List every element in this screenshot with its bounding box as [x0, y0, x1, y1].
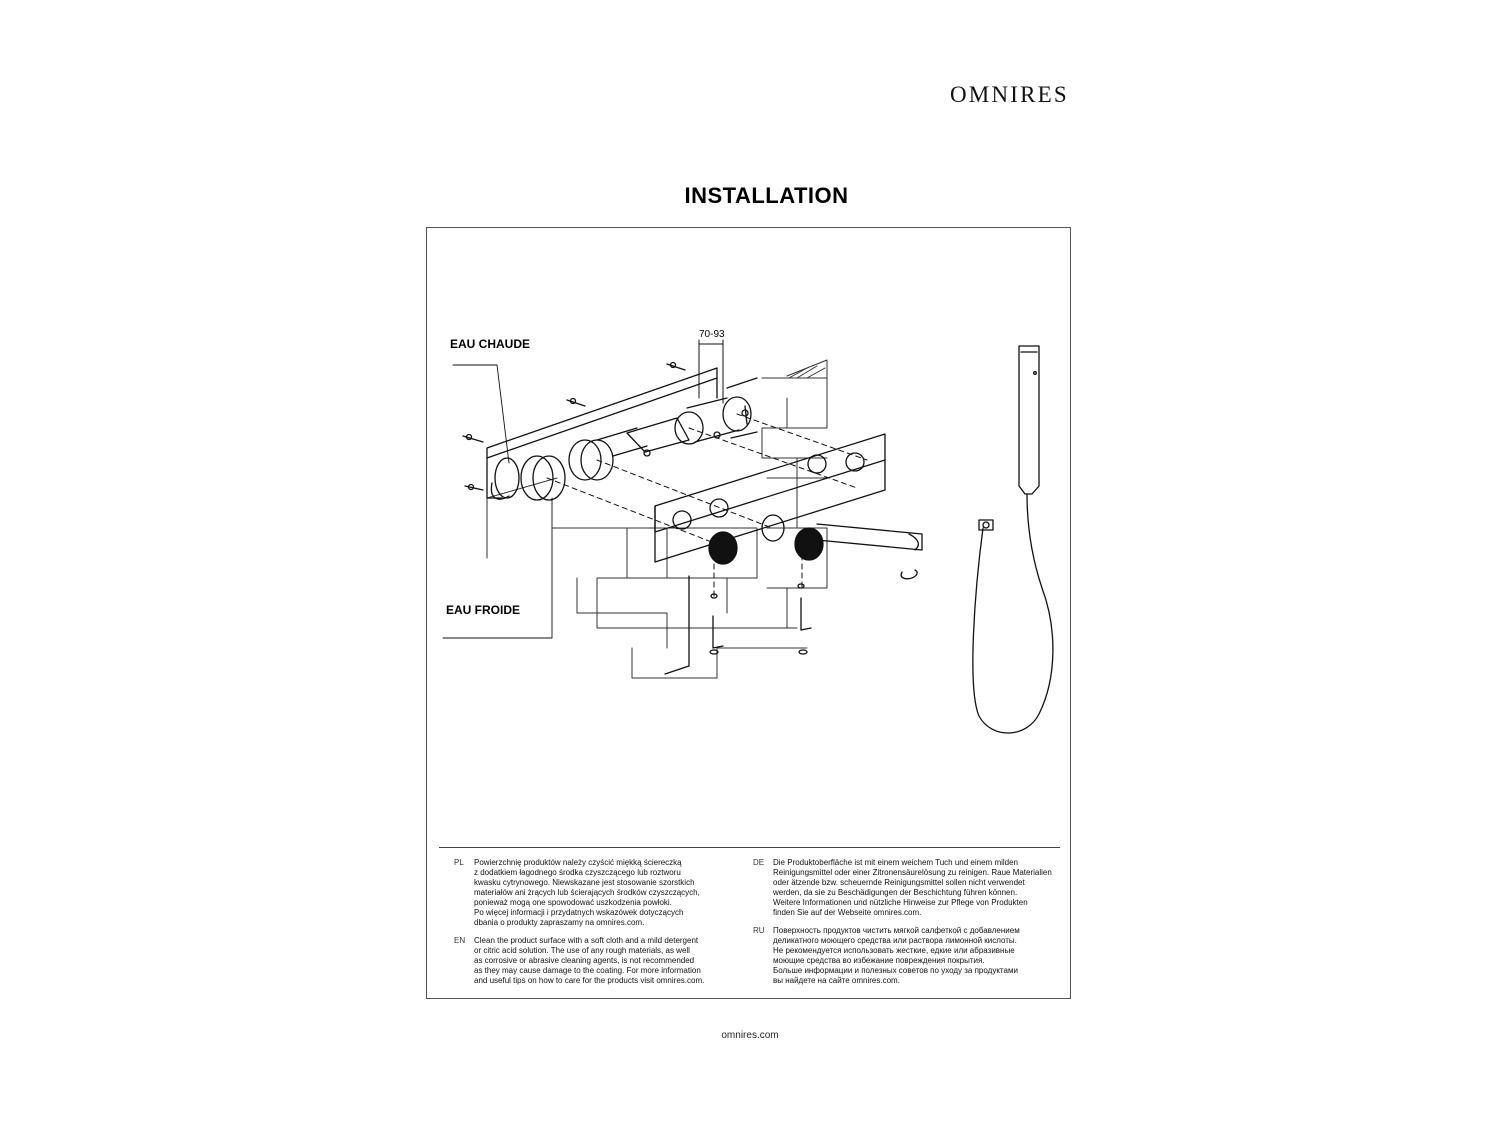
spout: [816, 523, 923, 580]
label-hot-water: EAU CHAUDE: [450, 337, 531, 351]
note-ru: RU Поверхность продуктов чистить мягкой …: [753, 926, 1063, 986]
label-leaders: [442, 364, 553, 639]
dimension-label: 70-93: [699, 329, 725, 340]
note-code: RU: [753, 926, 765, 935]
notes-column-left: PL Powierzchnię produktów należy czyścić…: [454, 858, 754, 994]
note-text: Powierzchnię produktów należy czyścić mi…: [474, 858, 700, 927]
label-cold-water: EAU FROIDE: [446, 603, 521, 617]
knobs: [708, 527, 824, 565]
hand-shower: [972, 345, 1054, 734]
rough-in-body: [486, 367, 758, 501]
note-code: PL: [454, 858, 464, 867]
notes-column-right: DE Die Produktoberfläche ist mit einem w…: [753, 858, 1063, 994]
note-en: EN Clean the product surface with a soft…: [454, 936, 754, 986]
installation-frame: EAU CHAUDE EAU FROIDE 70-93 PL Powierzch…: [426, 227, 1071, 999]
hex-keys: [664, 575, 812, 675]
wall-screws: [462, 361, 686, 491]
note-text: Die Produktoberfläche ist mit einem weic…: [773, 858, 1052, 917]
note-de: DE Die Produktoberfläche ist mit einem w…: [753, 858, 1063, 918]
note-text: Поверхность продуктов чистить мягкой сал…: [773, 926, 1020, 985]
footer-website-link[interactable]: omnires.com: [721, 1030, 779, 1041]
cover-plate: [654, 433, 886, 563]
page-title: INSTALLATION: [684, 183, 849, 208]
note-pl: PL Powierzchnię produktów należy czyścić…: [454, 858, 754, 928]
note-text: Clean the product surface with a soft cl…: [474, 936, 705, 985]
installation-diagram: [442, 339, 1054, 734]
dimension-marker: [698, 339, 724, 404]
wall-bricks: [486, 359, 828, 679]
brand-logo: OMNIRES: [950, 82, 1069, 107]
alignment-lines: [546, 413, 868, 599]
note-code: DE: [753, 858, 765, 867]
notes-divider: [439, 847, 1060, 848]
note-code: EN: [454, 936, 466, 945]
